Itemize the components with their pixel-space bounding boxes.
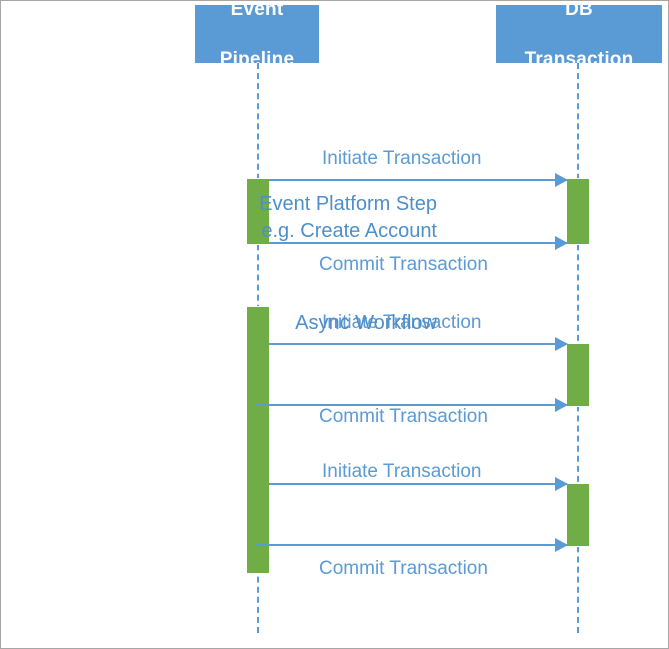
message-commit-2-label: Commit Transaction (319, 406, 488, 427)
message-commit-1-label: Commit Transaction (319, 254, 488, 275)
activation-db-3[interactable] (566, 483, 590, 547)
participant-db-transaction-line1: DB (565, 0, 593, 20)
message-commit-3-line (256, 544, 567, 546)
message-initiate-1-line (269, 179, 567, 181)
message-commit-1-line (269, 242, 567, 244)
activation-db-1[interactable] (566, 178, 590, 245)
activation-async-workflow[interactable] (246, 306, 270, 574)
participant-db-transaction-line2: Transaction (524, 48, 634, 70)
participant-event-pipeline-line1: Event (230, 0, 284, 20)
annotation-async-workflow-line1: Async Workflow (295, 312, 437, 334)
participant-event-pipeline[interactable]: Event Pipeline (195, 1, 319, 70)
arrowhead-right-icon (555, 337, 568, 351)
annotation-event-platform-step-line1: Event Platform Step (259, 193, 437, 215)
arrowhead-right-icon (555, 538, 568, 552)
arrowhead-right-icon (555, 477, 568, 491)
participant-event-pipeline-line2: Pipeline (219, 48, 295, 70)
message-commit-2-line (256, 404, 567, 406)
message-initiate-2-label: Initiate Transaction (322, 312, 482, 333)
activation-event-platform-step[interactable] (246, 178, 270, 245)
arrowhead-right-icon (555, 236, 568, 250)
activation-db-2[interactable] (566, 343, 590, 407)
annotation-async-workflow: Async Workflow (295, 310, 437, 337)
message-initiate-1-label: Initiate Transaction (322, 148, 482, 169)
message-initiate-3-label: Initiate Transaction (322, 461, 482, 482)
annotation-event-platform-step: Event Platform Step e.g. Create Account (259, 191, 437, 245)
message-initiate-3-line (269, 483, 567, 485)
arrowhead-right-icon (555, 398, 568, 412)
annotation-event-platform-step-line2: e.g. Create Account (261, 220, 437, 242)
participant-db-transaction[interactable]: DB Transaction (496, 1, 662, 70)
arrowhead-right-icon (555, 173, 568, 187)
message-commit-3-label: Commit Transaction (319, 558, 488, 579)
message-initiate-2-line (269, 343, 567, 345)
